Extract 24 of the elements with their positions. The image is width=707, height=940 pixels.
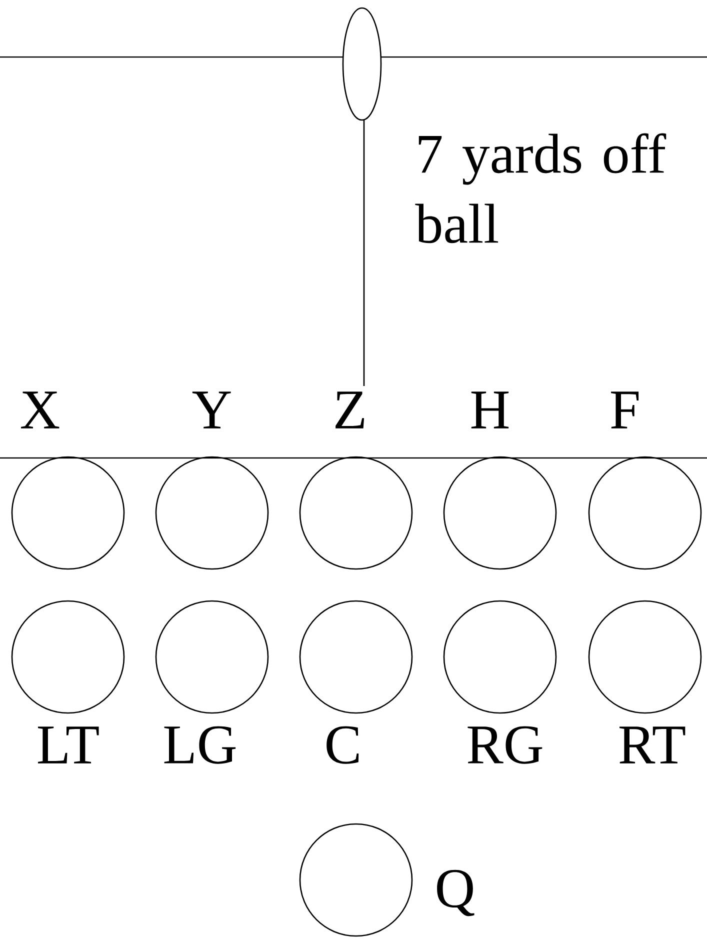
player-circle: [299, 823, 413, 937]
player-circle: [443, 600, 557, 714]
player-circle: [443, 456, 557, 570]
player-circle: [155, 600, 269, 714]
position-label: Z: [336, 392, 364, 428]
player-circle: [299, 456, 413, 570]
position-label: Y: [192, 392, 231, 428]
position-label: RT: [620, 726, 686, 764]
position-label: F: [611, 392, 639, 428]
position-label: RG: [468, 726, 542, 764]
position-label: Q: [437, 870, 474, 916]
player-circle: [588, 456, 702, 570]
player-circle: [11, 600, 125, 714]
distance-note: 7 yards off ball: [415, 133, 666, 244]
position-label: C: [326, 726, 359, 764]
position-label: LG: [164, 726, 236, 764]
player-circle: [588, 600, 702, 714]
ball-ellipse: [342, 7, 382, 121]
position-label: H: [471, 392, 509, 428]
player-circle: [299, 600, 413, 714]
player-circle: [11, 456, 125, 570]
position-label: X: [21, 392, 60, 428]
player-circle: [155, 456, 269, 570]
position-label: LT: [38, 726, 99, 764]
